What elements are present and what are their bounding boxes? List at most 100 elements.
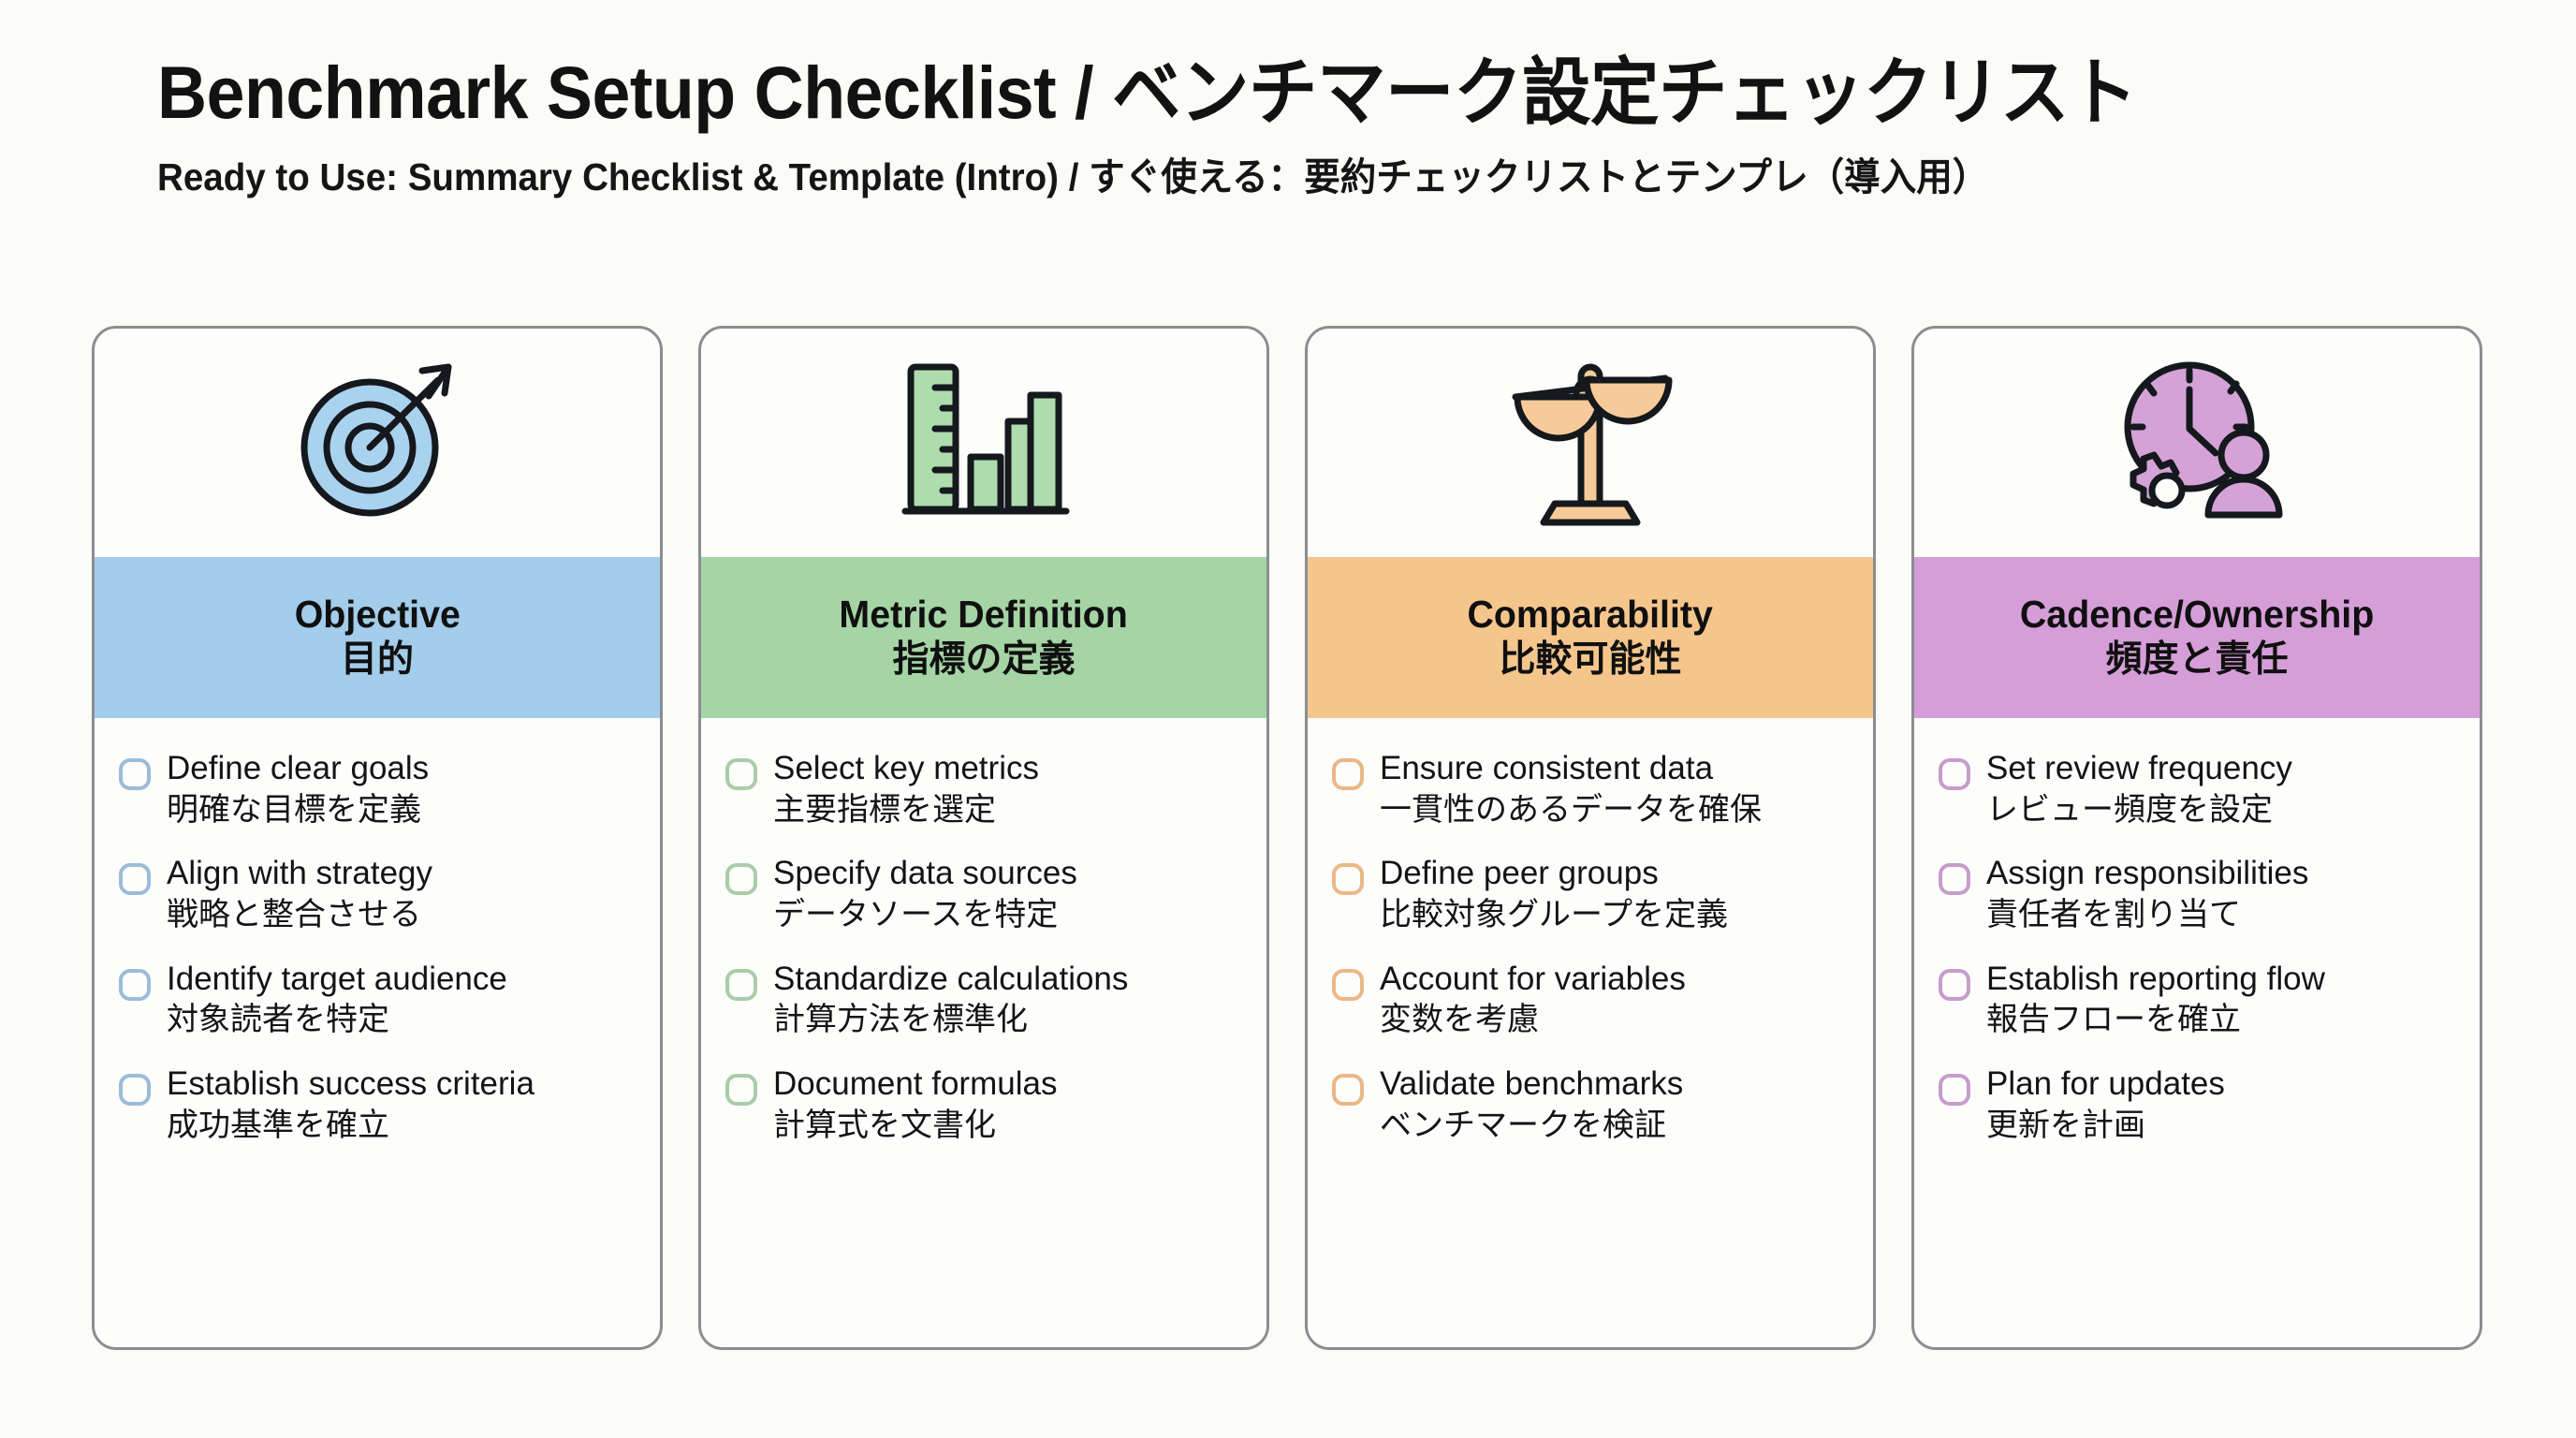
checklist-item-ja: 比較対象グループを定義 — [1380, 896, 1728, 932]
card-checklist: Define clear goals 明確な目標を定義 Align with s… — [95, 718, 660, 1347]
card-header-band: Comparability 比較可能性 — [1308, 557, 1873, 718]
checklist-item-en: Establish reporting flow — [1986, 960, 2325, 997]
checkbox-icon[interactable] — [1332, 1074, 1364, 1107]
checklist-item-ja: 対象読者を特定 — [167, 1002, 389, 1038]
checklist-item-text: Set review frequency レビュー頻度を設定 — [1986, 750, 2292, 829]
checklist-item-en: Identify target audience — [167, 960, 507, 997]
checklist-card-grid: Objective 目的 Define clear goals 明確な目標を定義… — [92, 326, 2482, 1350]
page-subtitle: Ready to Use: Summary Checklist & Templa… — [157, 154, 1989, 198]
checkbox-icon[interactable] — [1332, 968, 1364, 1001]
card-title-ja: 目的 — [340, 638, 414, 680]
checklist-item-text: Validate benchmarks ベンチマークを検証 — [1380, 1065, 1683, 1144]
checklist-item[interactable]: Standardize calculations 計算方法を標準化 — [725, 961, 1250, 1039]
card-checklist: Set review frequency レビュー頻度を設定 Assign re… — [1914, 718, 2480, 1347]
page-title: Benchmark Setup Checklist / ベンチマーク設定チェック… — [157, 51, 2138, 134]
card-title-en: Metric Definition — [839, 593, 1129, 637]
checkbox-icon[interactable] — [1939, 968, 1970, 1001]
checklist-item[interactable]: Assign responsibilities 責任者を割り当て — [1939, 855, 2463, 933]
checkbox-icon[interactable] — [119, 1074, 151, 1107]
checklist-item[interactable]: Ensure consistent data 一貫性のあるデータを確保 — [1332, 750, 1856, 829]
checklist-item-en: Validate benchmarks — [1380, 1065, 1684, 1103]
checkbox-icon[interactable] — [725, 863, 757, 896]
checklist-item-en: Document formulas — [773, 1065, 1058, 1103]
checklist-item[interactable]: Validate benchmarks ベンチマークを検証 — [1332, 1065, 1856, 1144]
checklist-item-text: Identify target audience 対象読者を特定 — [167, 961, 507, 1039]
checkbox-icon[interactable] — [1939, 863, 1970, 896]
checkbox-icon[interactable] — [1332, 863, 1364, 896]
checklist-item[interactable]: Define clear goals 明確な目標を定義 — [119, 750, 643, 829]
checklist-item[interactable]: Specify data sources データソースを特定 — [725, 855, 1250, 933]
target-arrow-icon — [95, 329, 660, 557]
checkbox-icon[interactable] — [725, 968, 757, 1001]
checklist-item-ja: 更新を計画 — [1986, 1107, 2145, 1143]
checklist-item[interactable]: Identify target audience 対象読者を特定 — [119, 961, 643, 1039]
checklist-item-en: Define peer groups — [1380, 855, 1659, 892]
checkbox-icon[interactable] — [119, 863, 151, 896]
checklist-item-text: Align with strategy 戦略と整合させる — [167, 855, 432, 933]
checklist-item-ja: 一貫性のあるデータを確保 — [1380, 791, 1762, 828]
balance-scales-icon — [1308, 329, 1873, 557]
checklist-item-text: Establish success criteria 成功基準を確立 — [167, 1065, 534, 1144]
card-title-ja: 指標の定義 — [892, 638, 1076, 680]
checkbox-icon[interactable] — [1939, 758, 1970, 790]
checklist-item-en: Align with strategy — [167, 855, 433, 892]
checkbox-icon[interactable] — [119, 758, 151, 790]
card-header-band: Metric Definition 指標の定義 — [701, 557, 1266, 718]
checklist-item-ja: 明確な目標を定義 — [167, 791, 421, 828]
checklist-card-metric-definition: Metric Definition 指標の定義 Select key metri… — [698, 326, 1269, 1350]
checklist-item[interactable]: Document formulas 計算式を文書化 — [725, 1065, 1250, 1144]
checklist-item-text: Specify data sources データソースを特定 — [773, 855, 1077, 933]
checkbox-icon[interactable] — [119, 968, 151, 1001]
checklist-item-en: Select key metrics — [773, 750, 1039, 786]
checklist-item-en: Account for variables — [1380, 960, 1686, 997]
card-header-band: Objective 目的 — [95, 557, 660, 718]
card-checklist: Select key metrics 主要指標を選定 Specify data … — [701, 718, 1266, 1347]
checklist-item-en: Standardize calculations — [773, 960, 1129, 997]
checklist-item-en: Establish success criteria — [167, 1065, 534, 1103]
checkbox-icon[interactable] — [725, 758, 757, 790]
card-title-en: Cadence/Ownership — [2019, 593, 2375, 637]
checklist-item-en: Plan for updates — [1986, 1065, 2225, 1103]
checklist-item-ja: 主要指標を選定 — [773, 791, 996, 828]
checklist-item-ja: レビュー頻度を設定 — [1986, 791, 2273, 828]
card-title-en: Comparability — [1467, 593, 1714, 637]
checklist-item-text: Standardize calculations 計算方法を標準化 — [773, 961, 1128, 1039]
checklist-item[interactable]: Plan for updates 更新を計画 — [1939, 1065, 2463, 1144]
checkbox-icon[interactable] — [1332, 758, 1364, 790]
checklist-item-en: Specify data sources — [773, 855, 1077, 892]
checklist-item-ja: 報告フローを確立 — [1986, 1002, 2241, 1038]
checklist-item-ja: 責任者を割り当て — [1986, 896, 2241, 932]
checklist-card-cadence-ownership: Cadence/Ownership 頻度と責任 Set review frequ… — [1911, 326, 2482, 1350]
card-title-en: Objective — [294, 593, 461, 637]
checklist-item-text: Assign responsibilities 責任者を割り当て — [1986, 855, 2308, 933]
checklist-item[interactable]: Define peer groups 比較対象グループを定義 — [1332, 855, 1856, 933]
checklist-item-text: Define peer groups 比較対象グループを定義 — [1380, 855, 1728, 933]
checklist-item[interactable]: Establish success criteria 成功基準を確立 — [119, 1065, 643, 1144]
checklist-item-text: Account for variables 変数を考慮 — [1380, 961, 1686, 1039]
checklist-item[interactable]: Align with strategy 戦略と整合させる — [119, 855, 643, 933]
checkbox-icon[interactable] — [725, 1074, 757, 1107]
card-title-ja: 頻度と責任 — [2105, 638, 2289, 680]
checklist-item[interactable]: Account for variables 変数を考慮 — [1332, 961, 1856, 1039]
checklist-card-comparability: Comparability 比較可能性 Ensure consistent da… — [1305, 326, 1876, 1350]
card-header-band: Cadence/Ownership 頻度と責任 — [1914, 557, 2480, 718]
checklist-item[interactable]: Select key metrics 主要指標を選定 — [725, 750, 1250, 829]
checklist-item-text: Establish reporting flow 報告フローを確立 — [1986, 961, 2325, 1039]
clock-gear-person-icon — [1914, 329, 2480, 557]
checklist-item-en: Ensure consistent data — [1380, 750, 1714, 786]
checklist-item-ja: 計算方法を標準化 — [773, 1002, 1028, 1038]
checklist-item-ja: 変数を考慮 — [1380, 1002, 1539, 1038]
checklist-item[interactable]: Set review frequency レビュー頻度を設定 — [1939, 750, 2463, 829]
checklist-item-ja: ベンチマークを検証 — [1380, 1107, 1666, 1143]
checklist-item-ja: データソースを特定 — [773, 896, 1059, 932]
checklist-item-ja: 計算式を文書化 — [773, 1107, 996, 1143]
ruler-bar-chart-icon — [701, 329, 1266, 557]
page-header: Benchmark Setup Checklist / ベンチマーク設定チェック… — [157, 51, 2497, 198]
checklist-item-en: Assign responsibilities — [1986, 855, 2309, 892]
checklist-item-text: Define clear goals 明確な目標を定義 — [167, 750, 429, 829]
checklist-item-ja: 戦略と整合させる — [167, 896, 421, 932]
checkbox-icon[interactable] — [1939, 1074, 1970, 1107]
card-title-ja: 比較可能性 — [1499, 638, 1682, 680]
checklist-item[interactable]: Establish reporting flow 報告フローを確立 — [1939, 961, 2463, 1039]
checklist-card-objective: Objective 目的 Define clear goals 明確な目標を定義… — [92, 326, 663, 1350]
